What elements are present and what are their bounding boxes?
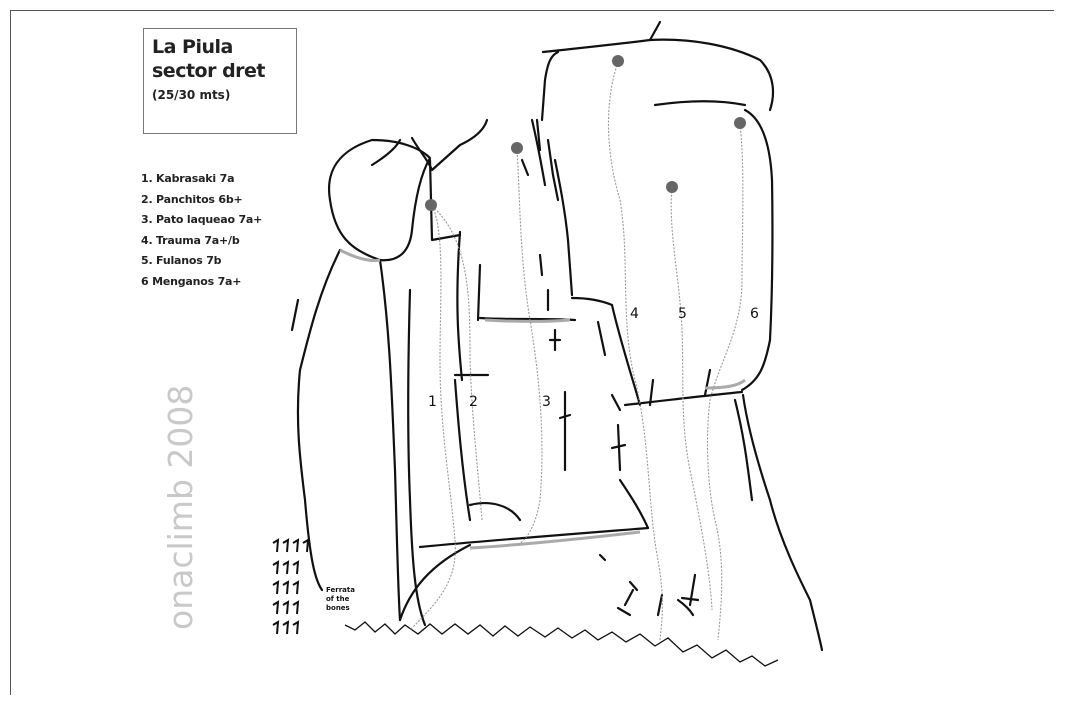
route-number-label: 2	[469, 394, 478, 410]
route-number-label: 6	[750, 306, 759, 322]
route-line-6	[708, 124, 743, 640]
route-line-4	[608, 62, 662, 640]
anchor-dot	[425, 199, 437, 211]
route-number-label: 3	[542, 394, 551, 410]
route-line-1	[410, 206, 455, 630]
ferrata-label-line: Ferrata	[326, 586, 355, 594]
anchor-dot	[734, 117, 746, 129]
route-number-label: 4	[630, 306, 639, 322]
ferrata-label-line: of the	[326, 595, 350, 603]
ground-line	[345, 622, 778, 666]
ferrata-label-line: bones	[326, 604, 350, 612]
anchor-dot	[612, 55, 624, 67]
rock-outline	[292, 22, 822, 650]
anchors	[425, 55, 746, 211]
anchor-dot	[666, 181, 678, 193]
route-number-label: 5	[678, 306, 687, 322]
route-line-3	[517, 148, 542, 545]
ferrata-rungs	[273, 540, 308, 634]
watermark: onaclimb 2008	[161, 385, 200, 630]
anchor-dot	[511, 142, 523, 154]
route-number-label: 1	[428, 394, 437, 410]
